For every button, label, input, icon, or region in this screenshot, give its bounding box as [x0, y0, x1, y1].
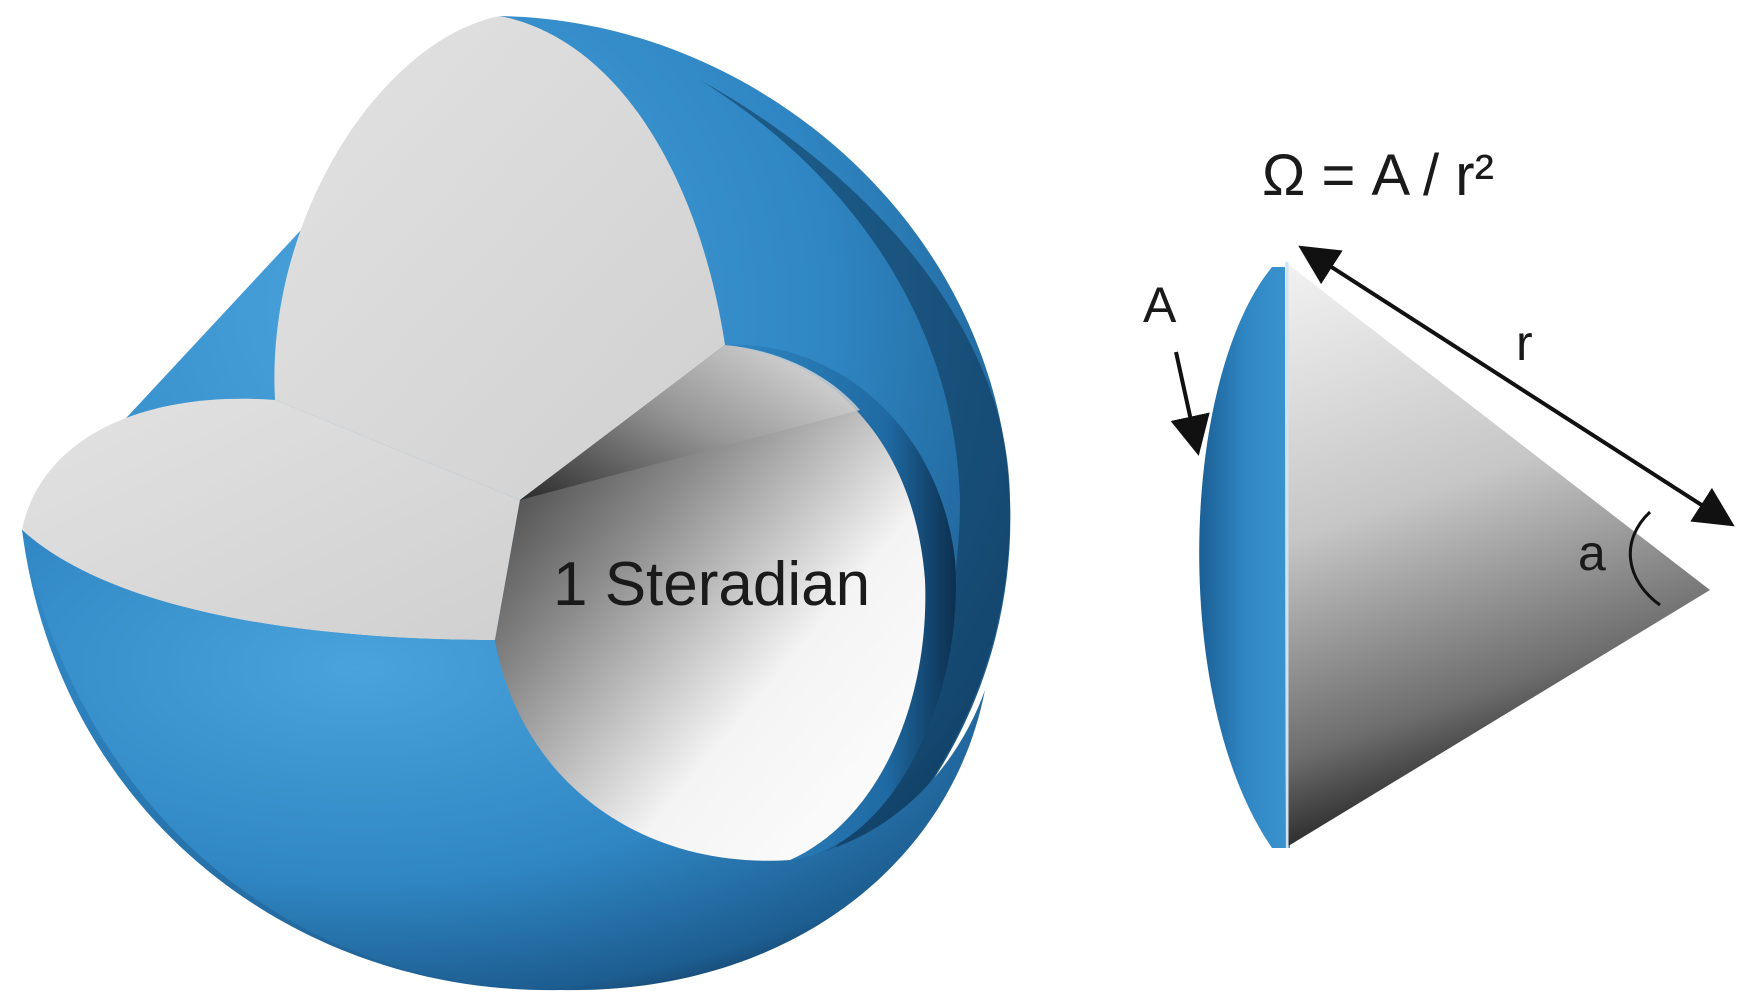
cavity-cone-top — [520, 345, 860, 500]
horizontal-cut-plane — [22, 398, 520, 640]
vertical-cut-plane — [274, 16, 725, 500]
area-label: A — [1143, 277, 1177, 333]
area-arrow — [1170, 351, 1210, 456]
cone-spherical-cap — [1199, 267, 1290, 848]
sphere-edge-shadow — [700, 80, 1011, 960]
radius-arrow — [1298, 245, 1735, 527]
formula-label: Ω = A / r² — [1262, 143, 1494, 208]
angle-label: a — [1578, 525, 1606, 581]
cone-group: Ω = A / r² A r a — [1143, 143, 1735, 848]
cone-body — [1285, 262, 1710, 848]
sphere-front-shell — [22, 530, 985, 991]
radius-label: r — [1516, 315, 1533, 371]
angle-arc — [1628, 510, 1661, 607]
steradian-label: 1 Steradian — [553, 550, 870, 619]
sphere-group: 1 Steradian — [22, 16, 1011, 991]
